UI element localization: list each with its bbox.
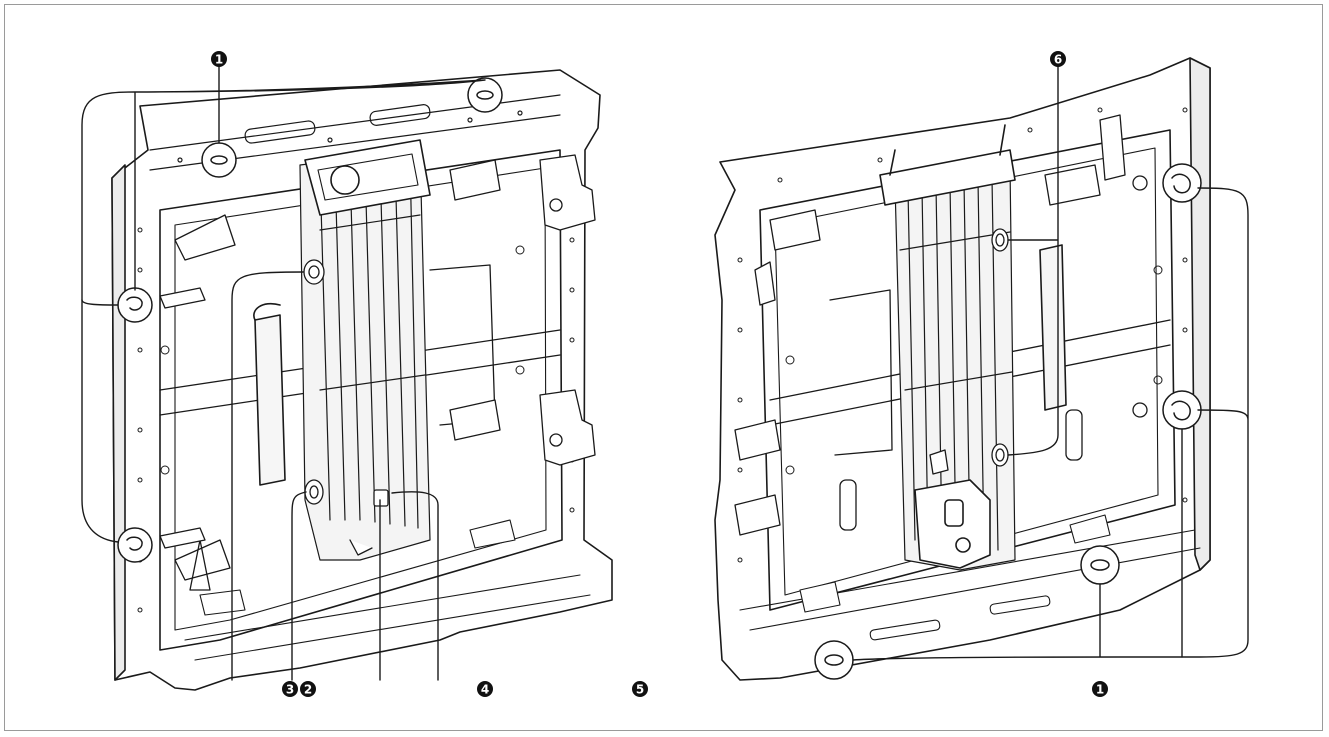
left-connectors xyxy=(303,259,389,556)
left-led-panel xyxy=(111,69,613,691)
right-rear-bar xyxy=(829,289,893,456)
right-connectors xyxy=(929,228,1009,475)
callout-1-right: 1 xyxy=(1092,681,1108,697)
left-lock-pins xyxy=(159,287,206,549)
right-edge-holes xyxy=(737,107,1188,563)
right-latches xyxy=(734,114,1126,536)
left-left-latches xyxy=(174,159,501,591)
left-bottom-rail xyxy=(184,519,591,661)
left-panel-side xyxy=(111,164,126,681)
left-circled-details xyxy=(117,77,503,563)
leader-3 xyxy=(291,491,307,681)
callout-6: 6 xyxy=(1050,51,1066,67)
leader-5 xyxy=(391,491,439,681)
leader-1-right xyxy=(852,187,1249,661)
callout-2-label: 2 xyxy=(304,683,312,697)
callout-4: 4 xyxy=(477,681,493,697)
leader-1-mid xyxy=(81,299,119,306)
callout-5: 5 xyxy=(632,681,648,697)
callout-5-label: 5 xyxy=(636,683,644,697)
callout-3: 3 xyxy=(282,681,298,697)
right-circled-details xyxy=(814,163,1202,680)
right-connector-housing xyxy=(914,479,991,569)
left-handle-boss xyxy=(330,165,360,195)
callout-1-top-label: 1 xyxy=(215,53,223,67)
leader-1-bracket xyxy=(81,79,486,543)
right-bottom-rail xyxy=(739,514,1201,641)
left-right-clamps xyxy=(539,154,596,466)
leader-lines xyxy=(81,64,1249,681)
right-panel-inner-frame-2 xyxy=(774,147,1159,596)
leader-6 xyxy=(1007,64,1059,456)
right-connector-port xyxy=(944,499,964,527)
right-top-handle xyxy=(879,149,1016,206)
left-side-handle-top xyxy=(253,302,281,321)
right-led-panel xyxy=(714,57,1211,681)
callout-1-top: 1 xyxy=(211,51,227,67)
left-top-handle-grip xyxy=(317,153,419,201)
right-side-handle xyxy=(1039,244,1067,411)
callout-4-label: 4 xyxy=(481,683,489,697)
right-connector-round xyxy=(955,537,971,553)
callout-badges: 1 3 2 4 5 6 1 xyxy=(211,51,1108,697)
left-top-handle xyxy=(304,139,431,216)
right-panel-inner-frame xyxy=(759,129,1176,611)
right-top-handle-posts xyxy=(889,124,1006,176)
leader-2 xyxy=(231,271,304,681)
callout-3-label: 3 xyxy=(286,683,294,697)
callout-1-right-label: 1 xyxy=(1096,683,1104,697)
left-side-handle xyxy=(254,314,286,486)
callout-6-label: 6 xyxy=(1054,53,1062,67)
right-lock-pins xyxy=(1132,175,1148,418)
callout-2: 2 xyxy=(300,681,316,697)
